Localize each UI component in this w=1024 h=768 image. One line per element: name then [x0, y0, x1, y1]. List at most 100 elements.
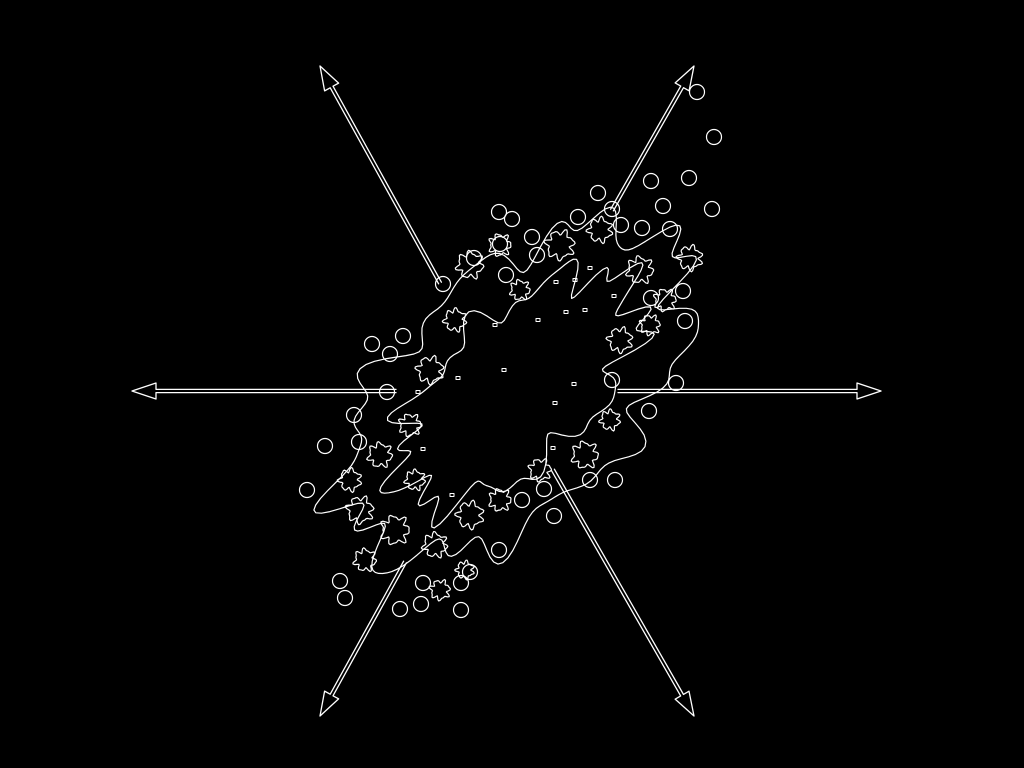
speck	[415, 390, 421, 394]
arrow-down-left-shape	[319, 560, 408, 717]
speck	[449, 493, 455, 497]
particle-circle	[331, 572, 349, 590]
particle-cluster	[313, 206, 704, 602]
particle-circle	[491, 235, 509, 253]
cluster-blob	[585, 215, 614, 245]
cluster-blob	[454, 559, 475, 581]
speck	[553, 280, 559, 284]
cluster-blob	[652, 288, 677, 313]
speck	[587, 266, 593, 270]
cluster-blob	[488, 233, 512, 257]
cluster-blob	[428, 578, 451, 602]
particle-circle	[661, 220, 679, 238]
particle-circle	[298, 481, 316, 499]
arrow-up-right-shape	[609, 65, 695, 212]
cluster-blob	[344, 495, 375, 526]
particle-circle	[414, 574, 432, 592]
cluster-blob	[598, 408, 622, 432]
particle-circle	[497, 266, 515, 284]
speck	[492, 323, 498, 327]
arrow-up-left	[319, 65, 443, 285]
particle-circle	[503, 210, 521, 228]
speck	[582, 308, 588, 312]
particle-circle	[490, 203, 508, 221]
arrow-right	[617, 382, 882, 400]
speck	[420, 447, 426, 451]
particle-circle	[603, 371, 621, 389]
particle-circle	[688, 83, 706, 101]
speck	[535, 318, 541, 322]
particle-circle	[394, 327, 412, 345]
particle-circle	[603, 200, 621, 218]
speck	[611, 294, 617, 298]
scattered-particles	[298, 83, 723, 619]
arrow-up-left-shape	[319, 65, 443, 285]
cluster-blob	[397, 413, 422, 438]
particle-circle	[452, 574, 470, 592]
cluster-blob	[509, 278, 531, 301]
particle-circle	[528, 246, 546, 264]
speck	[571, 382, 577, 386]
particle-circle	[680, 169, 698, 187]
particle-circle	[545, 507, 563, 525]
cluster-blob	[454, 249, 485, 280]
cluster-blob	[488, 488, 512, 512]
speck	[455, 376, 461, 380]
cluster-blob	[543, 229, 576, 262]
speck	[501, 368, 507, 372]
cluster-blob	[414, 354, 445, 386]
arrow-down-left	[319, 560, 408, 717]
particle-circle	[350, 433, 368, 451]
particle-circle	[345, 406, 363, 424]
particle-circle	[535, 480, 553, 498]
speck	[572, 278, 578, 282]
cluster-blob	[366, 441, 394, 468]
particle-circle	[452, 601, 470, 619]
arrow-left	[131, 382, 397, 400]
particle-circle	[606, 471, 624, 489]
cluster-inner-edge	[379, 258, 655, 529]
cluster-blob	[380, 514, 410, 546]
cluster-blob	[605, 326, 634, 355]
cluster-blob	[403, 468, 427, 492]
arrow-down-right	[550, 468, 695, 717]
particle-circle	[381, 345, 399, 363]
inner-specks	[415, 266, 617, 497]
particle-circle	[490, 541, 508, 559]
particle-circle	[581, 471, 599, 489]
particle-circle	[569, 208, 587, 226]
particle-circle	[633, 219, 651, 237]
cluster-blob	[625, 255, 655, 284]
cluster-blob	[454, 499, 485, 531]
arrow-down-right-shape	[550, 468, 695, 717]
particle-circle	[391, 600, 409, 618]
arrow-up-right	[609, 65, 695, 212]
speck	[563, 310, 569, 314]
arrow-right-shape	[617, 382, 882, 400]
cluster-blob	[336, 466, 363, 494]
cluster-blob	[675, 243, 704, 273]
particle-circle	[316, 437, 334, 455]
cluster-blob	[441, 307, 468, 333]
particle-circle	[667, 374, 685, 392]
particle-circle	[705, 128, 723, 146]
particle-circle	[363, 335, 381, 353]
particle-circle	[412, 595, 430, 613]
particle-circle	[589, 184, 607, 202]
particle-circle	[465, 249, 483, 267]
cluster-blob	[570, 440, 599, 469]
particle-circle	[523, 228, 541, 246]
arrow-left-shape	[131, 382, 397, 400]
arrows-group	[131, 65, 882, 717]
particle-circle	[642, 289, 660, 307]
particle-circle	[378, 383, 396, 401]
particle-circle	[642, 172, 660, 190]
particle-circle	[461, 563, 479, 581]
particle-circle	[703, 200, 721, 218]
particle-circle	[674, 282, 692, 300]
particle-circle	[654, 197, 672, 215]
cluster-blob	[352, 547, 377, 573]
particle-circle	[336, 589, 354, 607]
speck	[550, 446, 556, 450]
